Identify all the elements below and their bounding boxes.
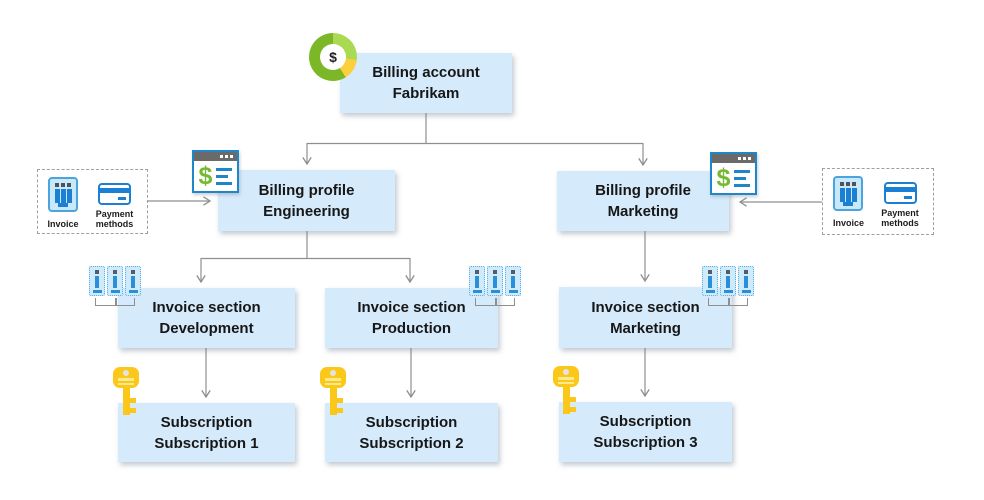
key-icon <box>551 366 581 414</box>
node-type-label: Subscription <box>599 413 692 430</box>
text-lines-icon <box>216 167 233 185</box>
invoice-icon <box>47 177 78 212</box>
payment-methods-label: Payment methods <box>881 208 919 228</box>
node-billing-account: Billing account Fabrikam <box>340 53 512 113</box>
group-bracket <box>708 298 748 306</box>
node-name-label: Marketing <box>610 319 681 337</box>
node-type-label: Billing account <box>372 64 480 81</box>
dollar-glyph: $ <box>198 161 213 190</box>
node-type-label: Invoice section <box>152 299 261 316</box>
node-invoice-section-marketing: Invoice section Marketing <box>559 287 732 348</box>
invoice-label: Invoice <box>832 218 864 228</box>
node-name-label: Subscription 3 <box>593 434 698 451</box>
invoice-group-icon <box>701 266 755 306</box>
key-icon <box>111 367 141 415</box>
node-subscription-2: Subscription Subscription 2 <box>325 403 498 462</box>
node-subscription-1: Subscription Subscription 1 <box>118 403 295 462</box>
node-name-label: Subscription 1 <box>154 434 259 452</box>
node-type-label: Subscription <box>365 413 458 431</box>
group-bracket <box>95 298 135 306</box>
node-type-label: Invoice section <box>591 298 700 316</box>
invoice-label: Invoice <box>47 219 79 229</box>
node-type-label: Billing profile <box>595 182 691 199</box>
billing-profile-window-icon: $ <box>710 152 757 195</box>
node-type-label: Invoice section <box>357 299 466 316</box>
node-billing-profile-marketing: Billing profile Marketing <box>557 171 729 231</box>
payment-methods-icon <box>98 183 131 205</box>
key-icon <box>318 367 348 415</box>
node-name-label: Production <box>371 320 452 337</box>
window-titlebar <box>194 152 237 161</box>
donut-chart-dollar-icon: $ <box>309 33 357 81</box>
node-billing-profile-engineering: Billing profile Engineering <box>218 170 395 231</box>
dollar-glyph: $ <box>716 163 731 192</box>
node-subscription-3: Subscription Subscription 3 <box>559 402 732 462</box>
node-name-label: Subscription 2 <box>359 434 464 452</box>
window-dots-icon <box>738 157 751 160</box>
node-type-label: Subscription <box>160 413 253 431</box>
invoice-group-icon <box>468 266 522 306</box>
node-invoice-section-production: Invoice section Production <box>325 288 498 348</box>
node-name-label: Engineering <box>263 202 350 220</box>
dollar-glyph: $ <box>320 44 346 70</box>
payment-methods-icon <box>883 182 917 204</box>
invoice-group-icon <box>88 266 142 306</box>
node-name-label: Fabrikam <box>392 85 460 102</box>
node-invoice-section-development: Invoice section Development <box>118 288 295 348</box>
group-bracket <box>475 298 515 306</box>
payment-methods-label: Payment methods <box>95 209 134 229</box>
node-type-label: Billing profile <box>258 181 355 199</box>
node-name-label: Marketing <box>607 203 679 220</box>
left-invoice-payment-panel: Invoice Payment methods <box>37 169 148 234</box>
window-titlebar <box>712 154 755 163</box>
right-invoice-payment-panel: Invoice Payment methods <box>822 168 934 235</box>
text-lines-icon <box>734 169 751 187</box>
billing-profile-window-icon: $ <box>192 150 239 193</box>
node-name-label: Development <box>159 320 254 337</box>
window-dots-icon <box>220 155 233 158</box>
invoice-icon <box>833 176 864 211</box>
